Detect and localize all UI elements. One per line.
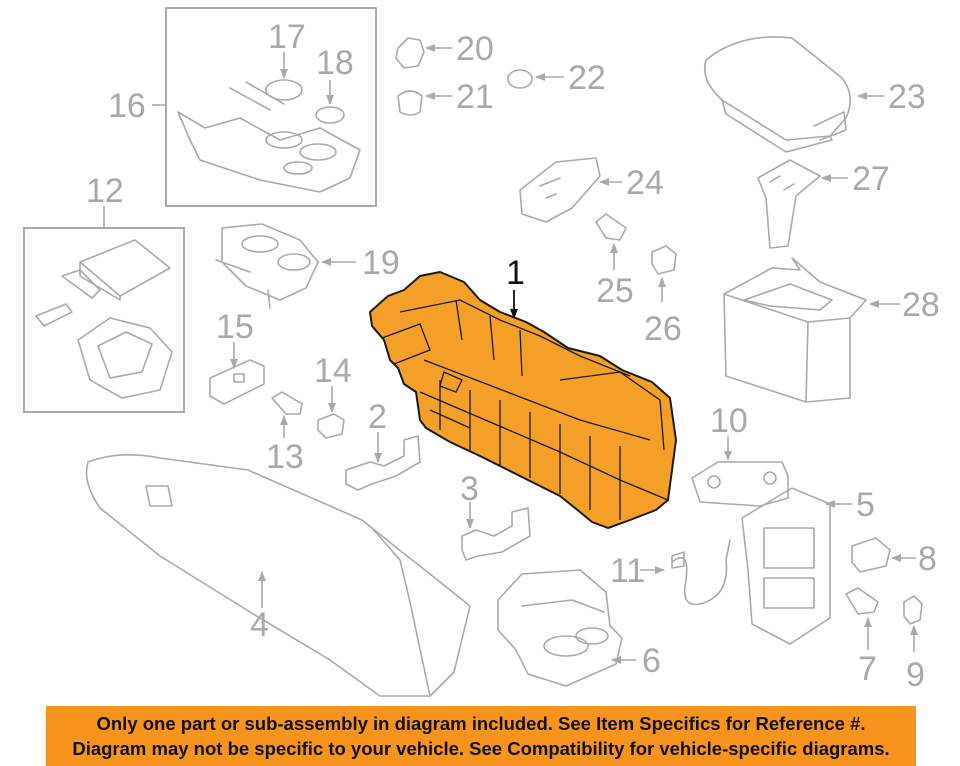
part-23: 23 xyxy=(703,36,926,153)
part-8: 8 xyxy=(851,537,937,578)
callout-9: 9 xyxy=(906,656,925,694)
part-25-26: 25 26 xyxy=(595,213,682,348)
part-15: 15 xyxy=(209,308,265,405)
callout-16: 16 xyxy=(108,87,146,125)
part-28: 28 xyxy=(723,257,940,403)
callout-14: 14 xyxy=(314,352,352,390)
disclaimer-banner: Only one part or sub-assembly in diagram… xyxy=(46,706,916,766)
callout-15: 15 xyxy=(216,308,254,346)
part-1-console-main xyxy=(369,271,677,529)
callout-28: 28 xyxy=(902,286,940,324)
callout-23: 23 xyxy=(888,78,926,116)
callout-10: 10 xyxy=(710,402,748,440)
part-4: 4 xyxy=(85,454,471,697)
callout-4: 4 xyxy=(250,606,269,644)
callout-6: 6 xyxy=(642,642,661,680)
part-13-14: 13 14 xyxy=(266,352,352,476)
mat-18 xyxy=(315,106,345,124)
screw-12 xyxy=(35,303,73,327)
bin-12 xyxy=(77,317,173,399)
lid-12 xyxy=(79,239,171,297)
callout-20: 20 xyxy=(456,30,494,68)
part-3: 3 xyxy=(460,470,531,561)
part-6: 6 xyxy=(497,569,661,687)
part-10: 10 xyxy=(691,402,789,507)
callout-5: 5 xyxy=(856,486,875,524)
callout-25: 25 xyxy=(596,272,634,310)
callout-1: 1 xyxy=(506,254,525,292)
callout-12: 12 xyxy=(86,172,124,210)
callout-17: 17 xyxy=(268,18,306,56)
part-5: 5 xyxy=(741,486,875,645)
disclaimer-line-1: Only one part or sub-assembly in diagram… xyxy=(96,713,866,734)
callout-11: 11 xyxy=(610,552,645,590)
callout-24: 24 xyxy=(626,164,664,202)
storage-group-box: 12 xyxy=(23,172,185,413)
callout-3: 3 xyxy=(460,470,479,508)
callout-18: 18 xyxy=(316,44,354,82)
disclaimer-line-2: Diagram may not be specific to your vehi… xyxy=(72,738,890,759)
callout-2: 2 xyxy=(368,398,387,436)
part-24: 24 xyxy=(519,157,664,223)
cupholder-trim-16 xyxy=(177,111,361,193)
callout-13: 13 xyxy=(266,438,304,476)
cupholder-group-box: 16 17 18 xyxy=(108,7,377,207)
callout-7: 7 xyxy=(858,650,877,688)
parts-20-22: 20 21 22 xyxy=(395,30,606,116)
callout-27: 27 xyxy=(852,160,890,198)
cup-insert-17 xyxy=(265,79,303,101)
callout-22: 22 xyxy=(568,59,606,97)
callout-26: 26 xyxy=(644,310,682,348)
part-9: 9 xyxy=(903,595,925,694)
callout-8: 8 xyxy=(918,540,937,578)
part-11: 11 xyxy=(610,539,731,606)
part-7: 7 xyxy=(845,587,879,688)
part-2: 2 xyxy=(345,398,421,491)
callout-19: 19 xyxy=(362,244,400,282)
part-27: 27 xyxy=(757,159,890,249)
callout-21: 21 xyxy=(456,78,494,116)
part-19: 19 xyxy=(215,223,400,309)
